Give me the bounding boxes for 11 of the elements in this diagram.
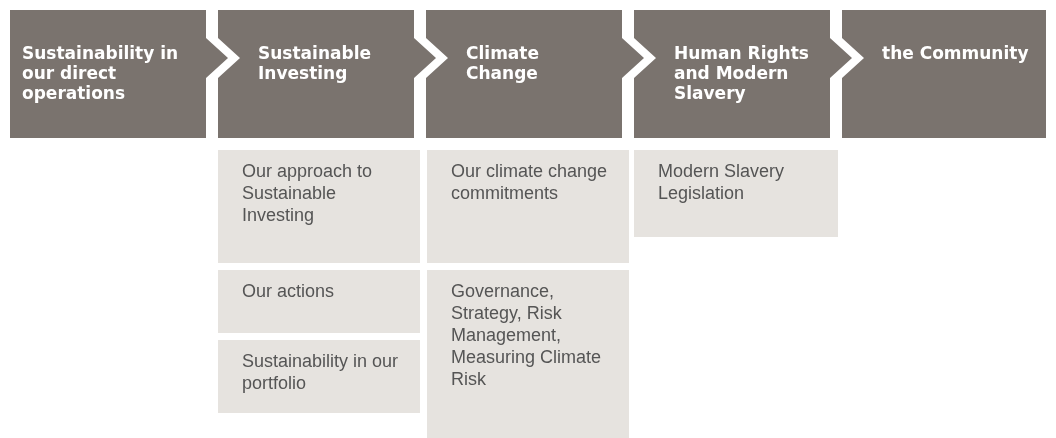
tab-heading: Human Rights and Modern Slavery: [674, 43, 810, 103]
topic-box: Modern Slavery Legislation: [634, 150, 838, 237]
tab-heading: Sustainability in our direct operations: [22, 43, 180, 103]
topic-box: Sustainability in our portfolio: [218, 340, 420, 413]
tab-heading: the Community: [882, 43, 1030, 63]
tab-heading: Climate Change: [466, 43, 540, 83]
tab-heading: Sustainable Investing: [258, 43, 372, 83]
topic-box: Governance, Strategy, Risk Management, Measuring Climate Risk: [427, 270, 629, 438]
topic-box: Our actions: [218, 270, 420, 333]
topic-box: Our climate change commitments: [427, 150, 629, 263]
topic-box: Our approach to Sustainable Investing: [218, 150, 420, 263]
